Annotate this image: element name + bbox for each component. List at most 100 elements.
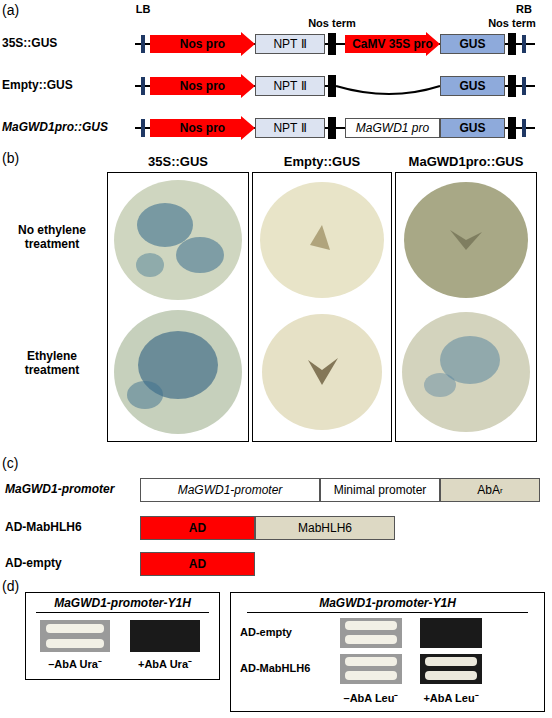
node-label: Minimal promoter bbox=[334, 483, 427, 497]
gene-box: NPT Ⅱ bbox=[255, 118, 325, 138]
panel-letter: (d) bbox=[2, 578, 32, 594]
terminator-block bbox=[328, 33, 336, 55]
node-label: Nos pro bbox=[180, 37, 225, 51]
yeast-streak bbox=[425, 657, 477, 666]
gene-box: AD bbox=[140, 552, 255, 576]
gene-box: NPT Ⅱ bbox=[255, 34, 325, 54]
node-label: MaGWD1 pro bbox=[356, 121, 429, 135]
yeast-streak bbox=[425, 671, 477, 680]
promoter-arrow: Nos pro bbox=[150, 32, 255, 56]
gus-stain bbox=[136, 253, 164, 277]
gene-box: AD bbox=[140, 516, 255, 540]
panel-heading: Empty::GUS bbox=[253, 154, 391, 169]
node-label: NPT Ⅱ bbox=[273, 79, 306, 93]
text-label: +AbA Ura⁻ bbox=[125, 658, 205, 671]
node-label: AbA bbox=[477, 483, 500, 497]
border-tick bbox=[141, 77, 145, 95]
node-label: AD bbox=[189, 521, 206, 535]
terminator-block bbox=[328, 117, 336, 139]
gene-box: MabHLH6 bbox=[255, 516, 395, 540]
promoter-arrow: Nos pro bbox=[150, 116, 255, 140]
text-label: AD-empty bbox=[5, 557, 135, 571]
panel-letter: (b) bbox=[2, 150, 32, 166]
panel-letter: (a) bbox=[2, 2, 32, 18]
gene-box: AbAr bbox=[440, 478, 540, 502]
terminator-block bbox=[508, 117, 516, 139]
node-label: Nos pro bbox=[180, 121, 225, 135]
deletion-line bbox=[336, 86, 440, 94]
slice-core bbox=[450, 230, 482, 250]
plate-background bbox=[340, 618, 402, 648]
panel-frame: 35S::GUS bbox=[107, 172, 249, 442]
text-label: +AbA Leu⁻ bbox=[411, 692, 491, 705]
promoter-arrow: Nos pro bbox=[150, 74, 255, 98]
gene-box: MaGWD1 pro bbox=[345, 118, 440, 138]
plate-background bbox=[130, 620, 200, 652]
text-label: MaGWD1-promoter bbox=[5, 483, 135, 497]
text-label: AD-MabHLH6 bbox=[5, 521, 135, 535]
yeast-streak bbox=[345, 621, 397, 630]
gene-box: GUS bbox=[440, 118, 505, 138]
panel-heading: MaGWD1-promoter-Y1H bbox=[247, 596, 529, 613]
text-label: LB bbox=[128, 3, 158, 16]
terminator-block bbox=[328, 75, 336, 97]
terminator-block bbox=[508, 75, 516, 97]
gus-stain bbox=[176, 237, 224, 273]
node-label: CaMV 35S pro bbox=[352, 37, 433, 51]
text-label: 35S::GUS bbox=[2, 37, 132, 51]
gene-box: GUS bbox=[440, 34, 505, 54]
fruit-slice bbox=[404, 182, 528, 298]
border-tick bbox=[522, 77, 526, 95]
border-tick bbox=[522, 119, 526, 137]
arrow-shape bbox=[150, 116, 255, 140]
text-label: RB bbox=[509, 3, 539, 16]
node-label: GUS bbox=[459, 121, 485, 135]
yeast-streak bbox=[345, 657, 397, 666]
yeast-streak bbox=[345, 635, 397, 644]
node-label: AD bbox=[189, 557, 206, 571]
slice-core bbox=[310, 225, 330, 250]
fruit-slice bbox=[402, 312, 530, 432]
promoter-arrow: CaMV 35S pro bbox=[345, 32, 440, 56]
node-label: NPT Ⅱ bbox=[273, 121, 306, 135]
node-label: r bbox=[500, 486, 503, 495]
text-label: Nos term bbox=[302, 17, 362, 30]
gene-box: NPT Ⅱ bbox=[255, 76, 325, 96]
arrow-shape bbox=[345, 32, 440, 56]
panel-heading: 35S::GUS bbox=[108, 154, 248, 169]
plate-background bbox=[420, 618, 482, 648]
panel-heading: MaGWD1-promoter-Y1H bbox=[36, 596, 210, 613]
fruit-slice bbox=[262, 314, 382, 430]
panel-frame: MaGWD1pro::GUS bbox=[395, 172, 537, 442]
yeast-streak bbox=[46, 624, 104, 633]
plate-background bbox=[340, 654, 402, 684]
node-label: NPT Ⅱ bbox=[273, 37, 306, 51]
panel-frame: Empty::GUS bbox=[252, 172, 392, 442]
fruit-slice bbox=[114, 310, 242, 434]
node-label: MaGWD1-promoter bbox=[178, 483, 283, 497]
gene-box: Minimal promoter bbox=[320, 478, 440, 502]
border-tick bbox=[522, 35, 526, 53]
slice-core bbox=[308, 358, 338, 385]
arrow-shape bbox=[150, 32, 255, 56]
panel-letter: (c) bbox=[2, 455, 32, 471]
text-label: AD-empty bbox=[240, 626, 335, 639]
gus-stain bbox=[127, 381, 163, 409]
text-label: –AbA Ura⁻ bbox=[35, 658, 115, 671]
gene-box: MaGWD1-promoter bbox=[140, 478, 320, 502]
border-tick bbox=[141, 119, 145, 137]
text-label: Ethylene treatment bbox=[2, 350, 102, 378]
yeast-streak bbox=[345, 671, 397, 680]
node-label: MabHLH6 bbox=[298, 521, 352, 535]
yeast-streak bbox=[46, 639, 104, 648]
border-tick bbox=[141, 35, 145, 53]
plate-background bbox=[420, 654, 482, 684]
node-label: GUS bbox=[459, 37, 485, 51]
node-label: Nos pro bbox=[180, 79, 225, 93]
text-label: Empty::GUS bbox=[2, 79, 132, 93]
fruit-slice bbox=[260, 182, 384, 298]
gus-stain bbox=[137, 203, 193, 247]
text-label: Nos term bbox=[482, 17, 542, 30]
